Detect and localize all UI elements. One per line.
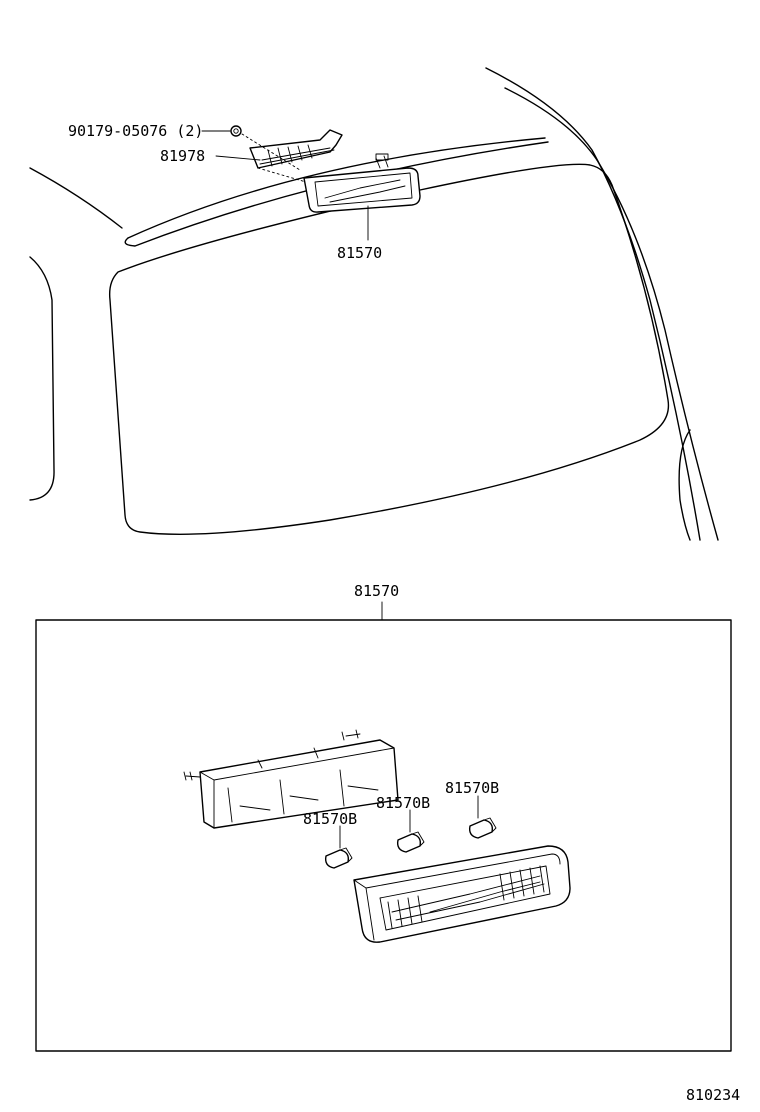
exploded-view-frame: [35, 619, 732, 1052]
bulb-mid: [396, 831, 425, 853]
label-lamp-top: 81570: [337, 244, 382, 262]
label-bulb-right: 81570B: [445, 779, 499, 797]
vehicle-body-outline: [29, 67, 719, 541]
lamp-housing: [183, 729, 399, 829]
clip-part: [230, 125, 242, 137]
leader-lines-upper: [201, 130, 369, 241]
label-bulb-left: 81570B: [303, 810, 357, 828]
label-clip: 90179-05076 (2): [68, 122, 203, 140]
label-lamp-box: 81570: [354, 582, 399, 600]
bulb-right: [468, 817, 497, 839]
diagram-id: 810234: [686, 1086, 740, 1104]
label-bulb-mid: 81570B: [376, 794, 430, 812]
lamp-lens: [353, 845, 571, 943]
bulb-left: [324, 847, 353, 869]
bracket-part: [249, 129, 343, 169]
label-bracket: 81978: [160, 147, 205, 165]
stop-lamp-small: [303, 153, 421, 213]
